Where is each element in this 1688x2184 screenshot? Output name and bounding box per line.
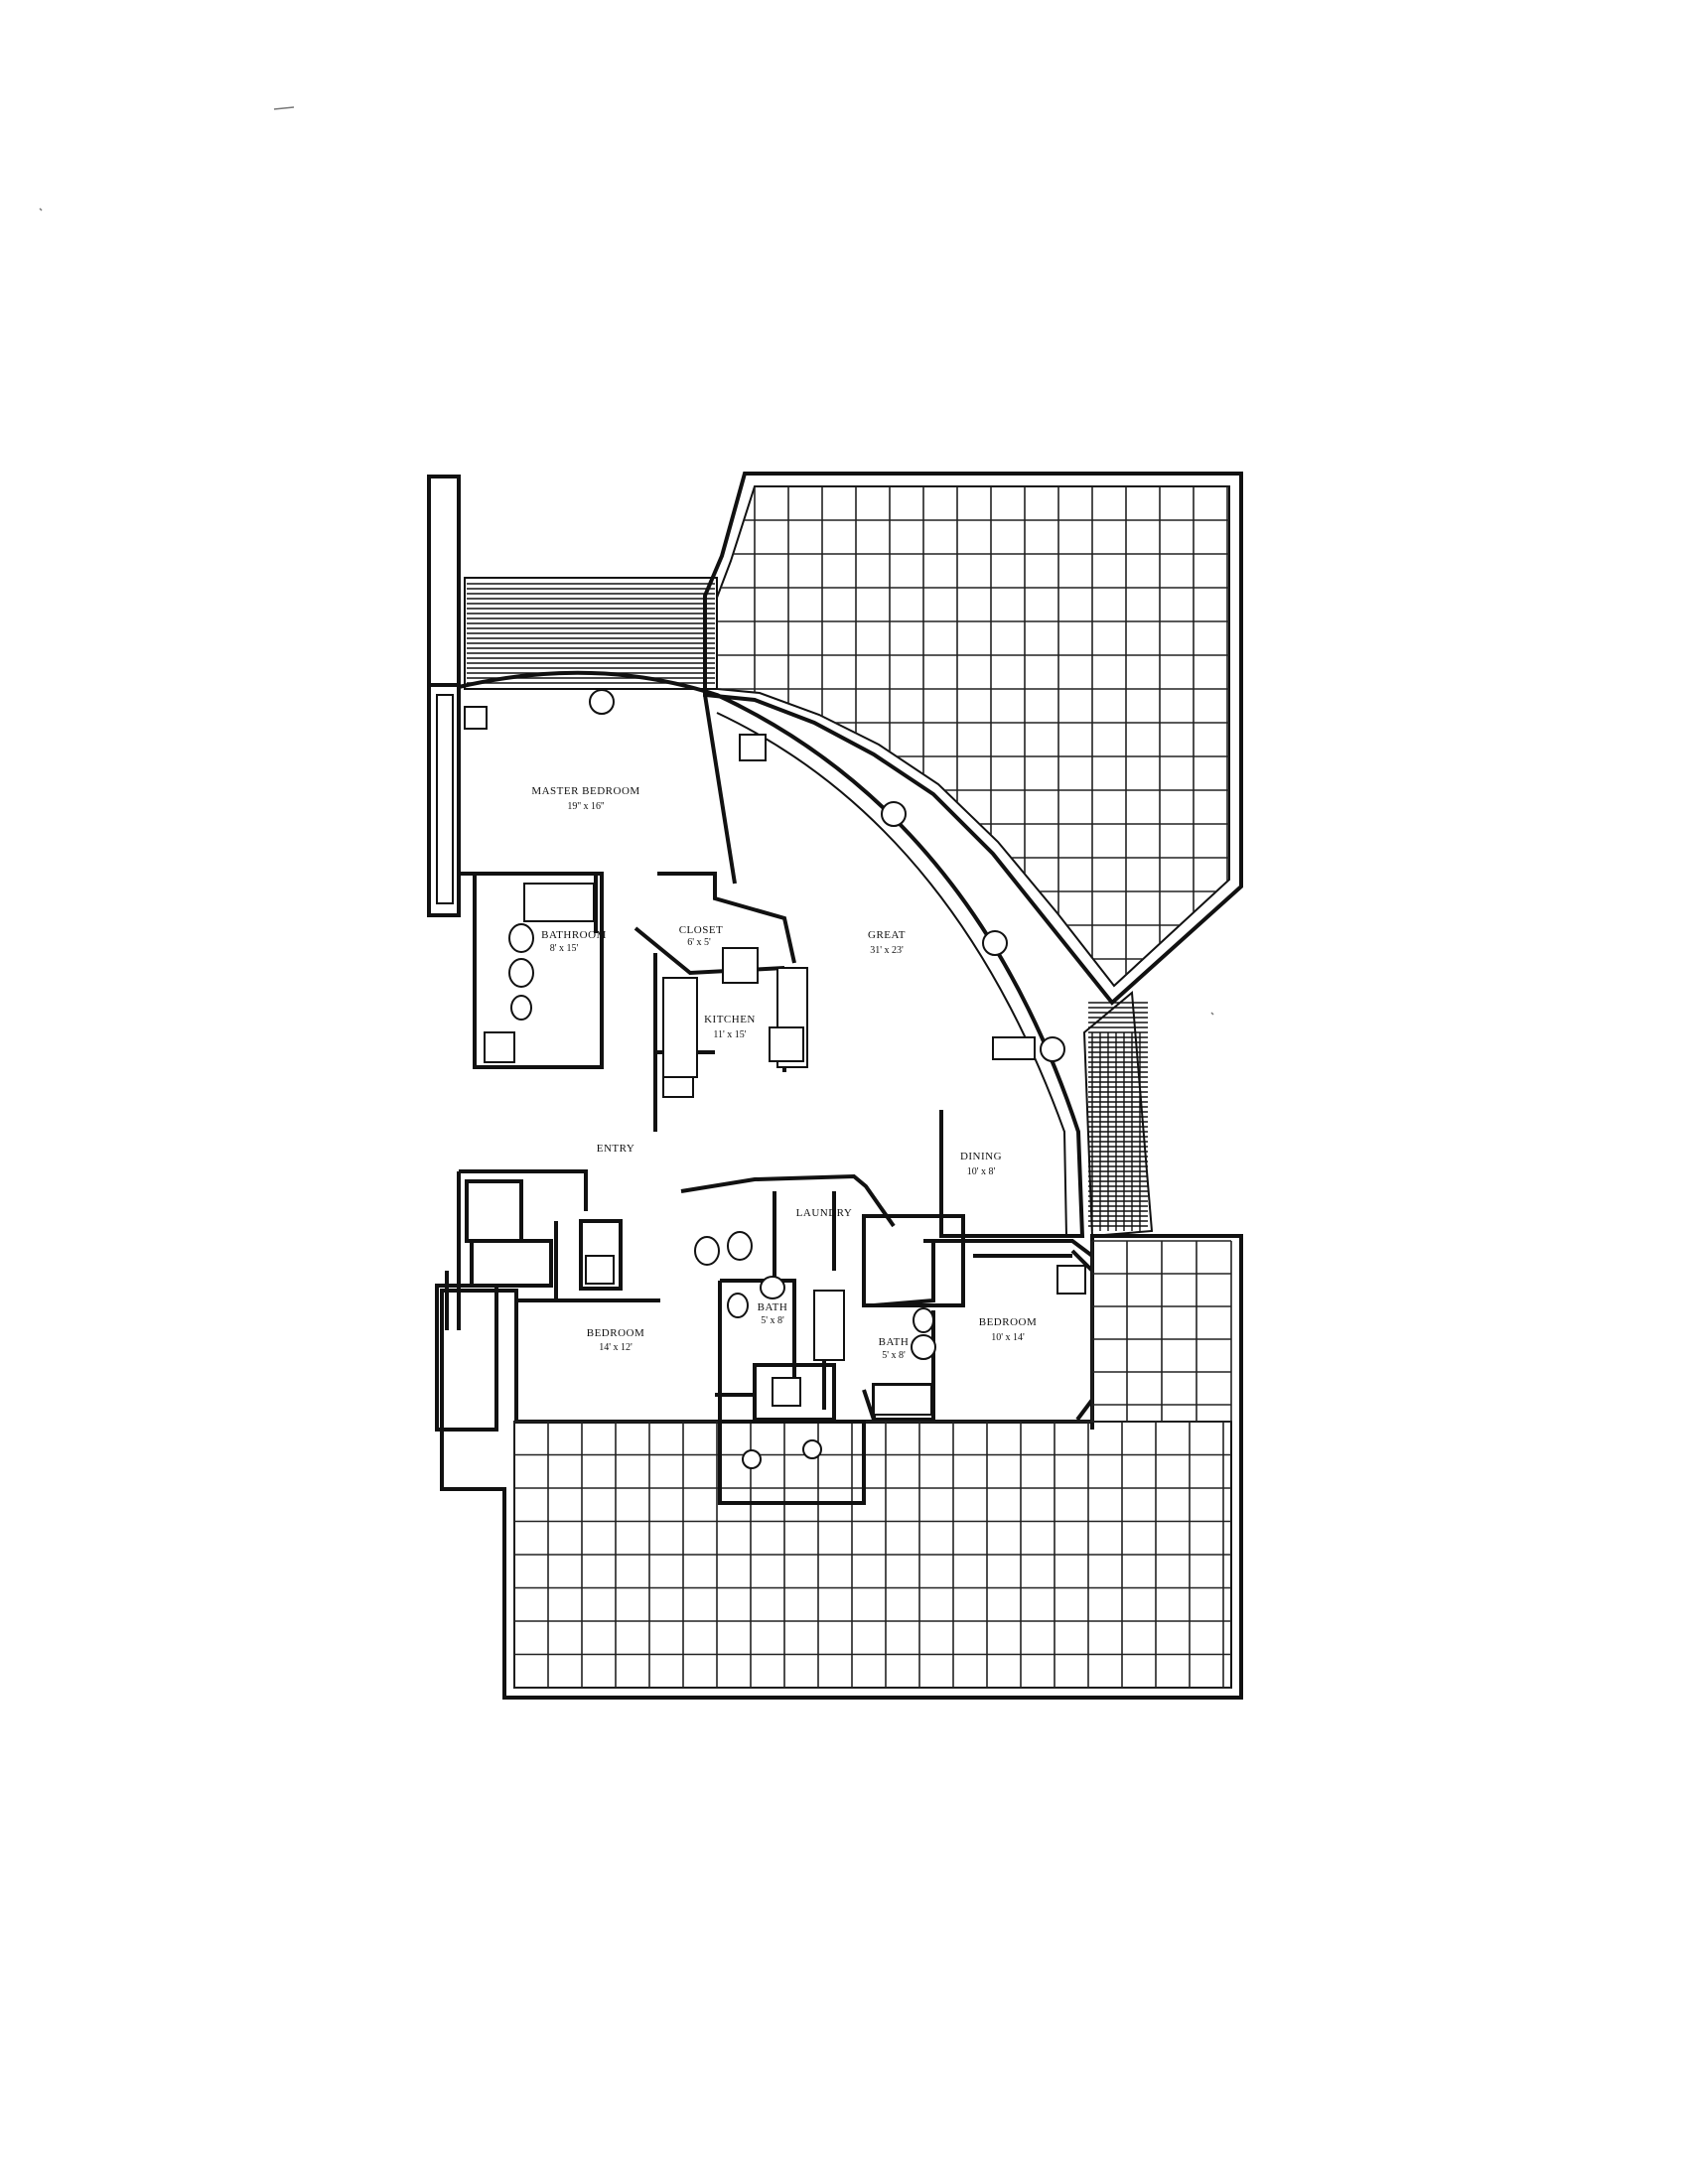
bath-small-label: BATH: [758, 1301, 788, 1313]
bedroom-right-label: BEDROOM: [979, 1316, 1038, 1328]
room-labels: MASTER BEDROOM 19'' x 16'' BATHROOM 8' x…: [531, 785, 1038, 1361]
fixtures: [464, 689, 1086, 1416]
bathroom-dim: 8' x 15': [550, 943, 579, 954]
entry-label: ENTRY: [597, 1143, 635, 1155]
left-exterior-strip: [427, 475, 461, 917]
bedroom-left-label: BEDROOM: [587, 1327, 645, 1339]
bedroom-left-dim: 14' x 12': [599, 1342, 633, 1353]
kitchen-dim: 11' x 15': [713, 1029, 746, 1040]
bath-small-dim: 5' x 8': [761, 1315, 784, 1326]
upper-terrace: [703, 472, 1243, 1006]
master-bedroom-dim: 19'' x 16'': [567, 801, 604, 812]
dining-dim: 10' x 8': [967, 1166, 996, 1177]
bath-right-dim: 5' x 8': [882, 1350, 906, 1361]
bedroom-right-dim: 10' x 14': [991, 1332, 1025, 1343]
lower-terrace: [440, 1234, 1243, 1700]
closet-dim: 6' x 5': [687, 937, 711, 948]
great-dim: 31' x 23': [870, 945, 904, 956]
scan-marks: [39, 106, 1214, 1016]
closet-label: CLOSET: [679, 924, 724, 936]
great-label: GREAT: [868, 929, 906, 941]
upper-left-balcony: [464, 577, 718, 690]
dining-label: DINING: [960, 1151, 1002, 1162]
apartment-outline: [458, 670, 1085, 1238]
bathroom-label: BATHROOM: [541, 929, 607, 941]
side-balcony: [1082, 991, 1154, 1238]
laundry-label: LAUNDRY: [796, 1207, 853, 1219]
bath-right-label: BATH: [879, 1336, 910, 1348]
kitchen-label: KITCHEN: [704, 1014, 756, 1025]
master-bedroom-label: MASTER BEDROOM: [531, 785, 639, 797]
